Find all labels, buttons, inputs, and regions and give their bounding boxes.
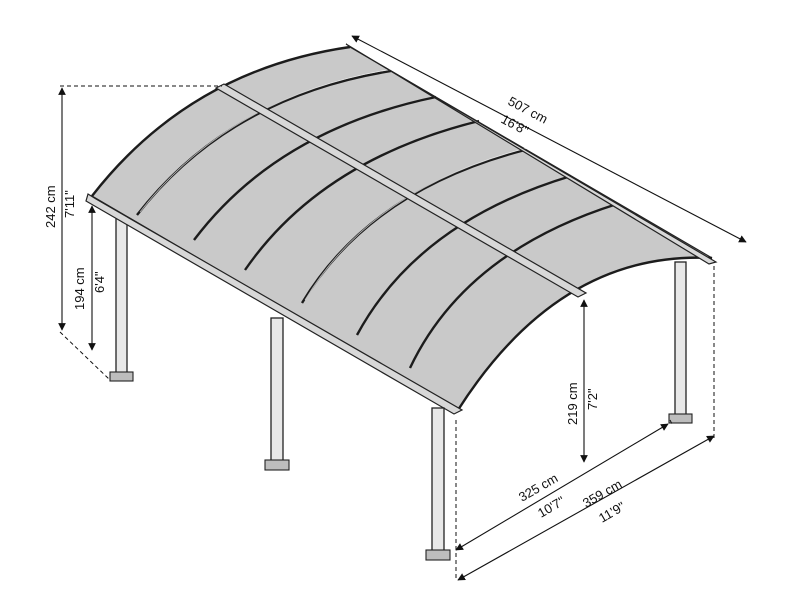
extension-line: [669, 419, 674, 427]
clearance-dimension: 219 cm 7'2": [565, 299, 600, 463]
rafter: [91, 45, 351, 197]
clearance-ft-label: 7'2": [585, 388, 600, 410]
roof-panel: [91, 46, 713, 411]
back-post-left: [115, 205, 128, 377]
front-foot-right: [425, 549, 451, 561]
front-beam: [85, 193, 464, 415]
total-height-cm-label: 242 cm: [43, 185, 58, 228]
total-height-ft-label: 7'11": [62, 190, 77, 218]
outer-width-dimension: 359 cm 11'9": [457, 435, 715, 581]
front-posts: [264, 317, 451, 561]
front-post-middle: [270, 317, 284, 465]
total-height-dimension: 242 cm 7'11": [43, 85, 222, 381]
back-foot-right: [668, 413, 693, 424]
side-height-ft-label: 6'4": [92, 271, 107, 293]
side-height-dimension: 194 cm 6'4": [72, 205, 107, 351]
back-post-right: [674, 261, 687, 419]
clearance-cm-label: 219 cm: [565, 382, 580, 425]
front-foot-middle: [264, 459, 290, 471]
side-height-cm-label: 194 cm: [72, 267, 87, 310]
back-foot-left: [109, 371, 134, 382]
front-post-right: [431, 407, 445, 555]
inner-width-dimension: 325 cm 10'7": [455, 423, 669, 551]
inner-width-ft-label: 10'7": [535, 493, 568, 521]
